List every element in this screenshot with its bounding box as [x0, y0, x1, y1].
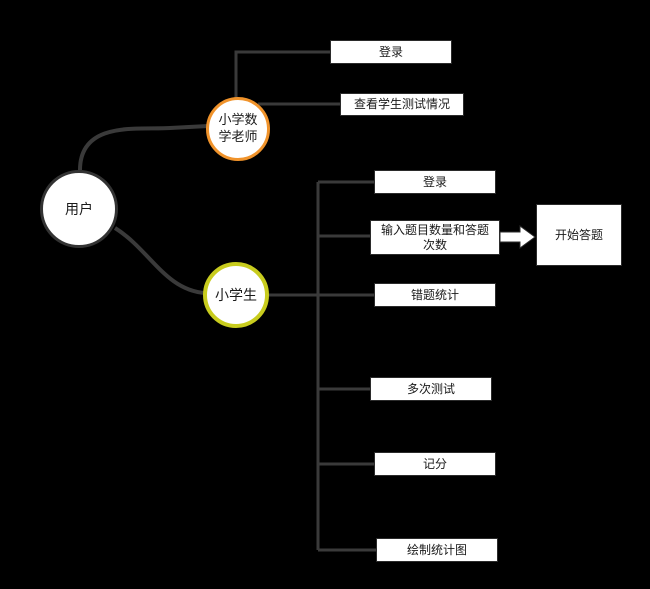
student-node: 小学生	[203, 262, 269, 328]
student-draw-chart-box: 绘制统计图	[376, 538, 498, 562]
user-node: 用户	[40, 170, 118, 248]
teacher-login-box: 登录	[330, 40, 452, 64]
start-answering-box: 开始答题	[536, 204, 622, 266]
teacher-node-label: 小学数 学老师	[218, 113, 258, 145]
teacher-login-label: 登录	[378, 44, 403, 59]
student-wrong-stats-label: 错题统计	[410, 287, 459, 302]
start-answering-label: 开始答题	[554, 227, 603, 242]
link-user-teacher	[78, 124, 209, 171]
user-node-label: 用户	[65, 202, 93, 218]
student-wrong-stats-box: 错题统计	[374, 283, 496, 307]
student-login-label: 登录	[422, 174, 447, 189]
student-multi-test-box: 多次测试	[370, 377, 492, 401]
teacher-node: 小学数 学老师	[206, 97, 270, 161]
teacher-branch-login	[234, 50, 330, 98]
student-scoring-box: 记分	[374, 452, 496, 476]
teacher-view-results-label: 查看学生测试情况	[353, 97, 450, 111]
student-input-box: 输入题目数量和答题 次数	[370, 220, 500, 255]
student-scoring-label: 记分	[422, 456, 447, 471]
student-draw-chart-label: 绘制统计图	[406, 542, 467, 557]
arrow-to-start	[499, 225, 536, 249]
link-user-student	[113, 226, 206, 295]
teacher-view-results-box: 查看学生测试情况	[340, 93, 464, 116]
student-node-label: 小学生	[215, 288, 257, 304]
student-input-label: 输入题目数量和答题 次数	[380, 222, 489, 252]
student-multi-test-label: 多次测试	[406, 381, 455, 396]
student-login-box: 登录	[374, 170, 496, 194]
